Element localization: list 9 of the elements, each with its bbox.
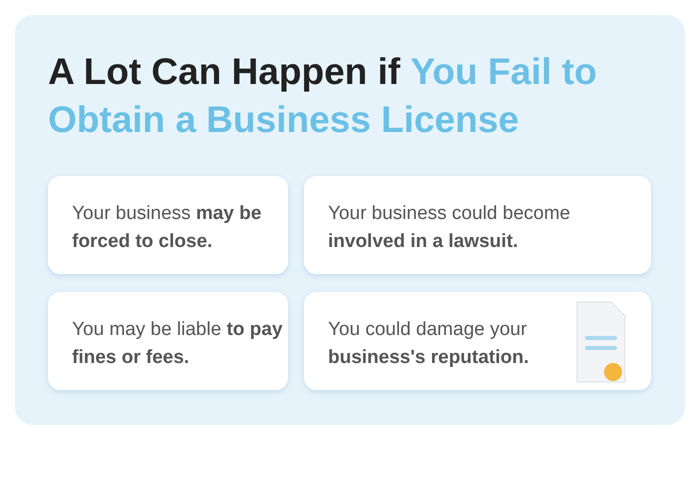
card-text: Your business could become involved in a lawsuit. [328,202,572,254]
card-text: You may be liable to pay fines or fees. [72,318,284,370]
title: A Lot Can Happen if You Fail to Obtain a Business License [48,50,598,142]
card [48,176,288,274]
card [48,292,288,390]
card [304,292,651,390]
card [304,176,651,274]
card-text: You could damage your business's reputation. [328,318,530,370]
card-text: Your business may be forced to close. [72,202,262,254]
